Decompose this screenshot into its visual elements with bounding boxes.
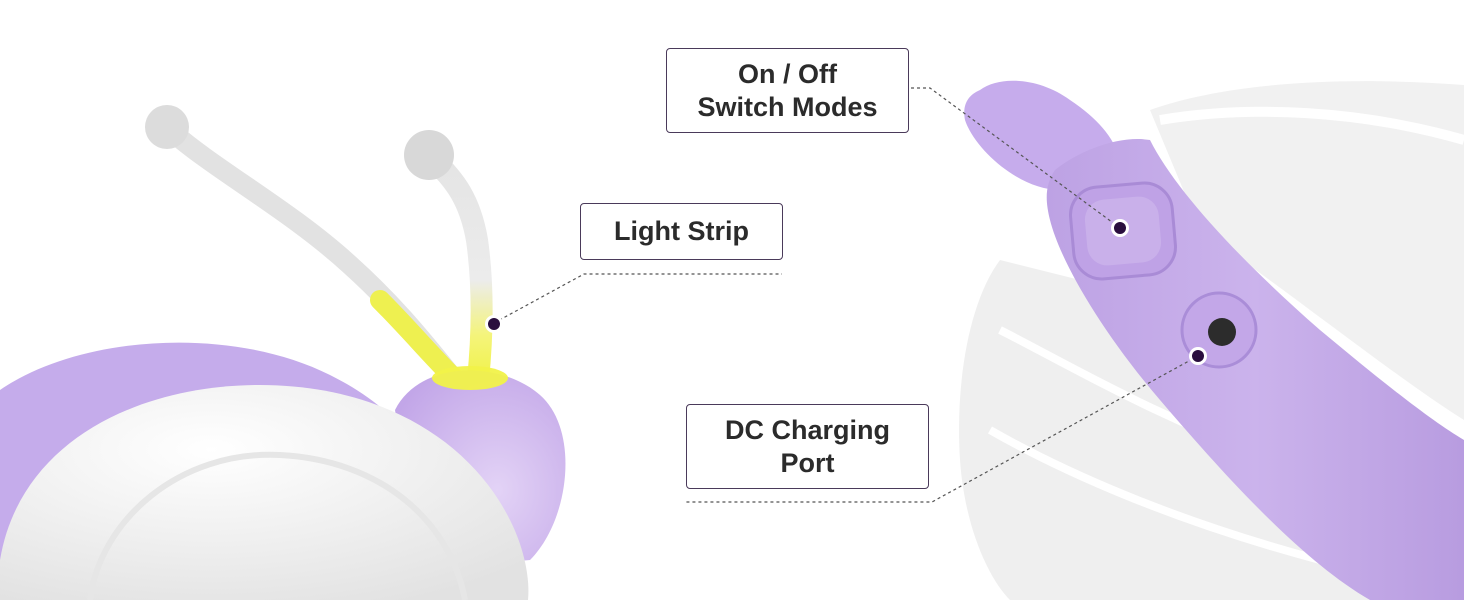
callout-charging-line1: DC Charging bbox=[725, 414, 890, 445]
shell-upper bbox=[1150, 81, 1464, 420]
shell-white bbox=[0, 385, 529, 600]
leader-lines bbox=[493, 87, 1199, 503]
leader-power bbox=[908, 87, 1121, 229]
leader-light-strip bbox=[493, 273, 782, 324]
snail-left bbox=[0, 105, 566, 600]
antenna-tip-left bbox=[145, 105, 189, 149]
antenna-tip-right bbox=[404, 130, 454, 180]
callout-power-line1: On / Off bbox=[738, 58, 837, 89]
callout-charging-line2: Port bbox=[780, 447, 835, 478]
callout-light-strip-line1: Light Strip bbox=[614, 216, 749, 246]
callout-light-strip: Light Strip bbox=[580, 203, 783, 260]
callout-power-line2: Switch Modes bbox=[697, 91, 878, 122]
callout-power: On / Off Switch Modes bbox=[666, 48, 909, 133]
antenna-right bbox=[421, 147, 493, 391]
snail-right bbox=[959, 80, 1464, 600]
callout-charging: DC Charging Port bbox=[686, 404, 929, 489]
marker-dots bbox=[485, 219, 1207, 365]
